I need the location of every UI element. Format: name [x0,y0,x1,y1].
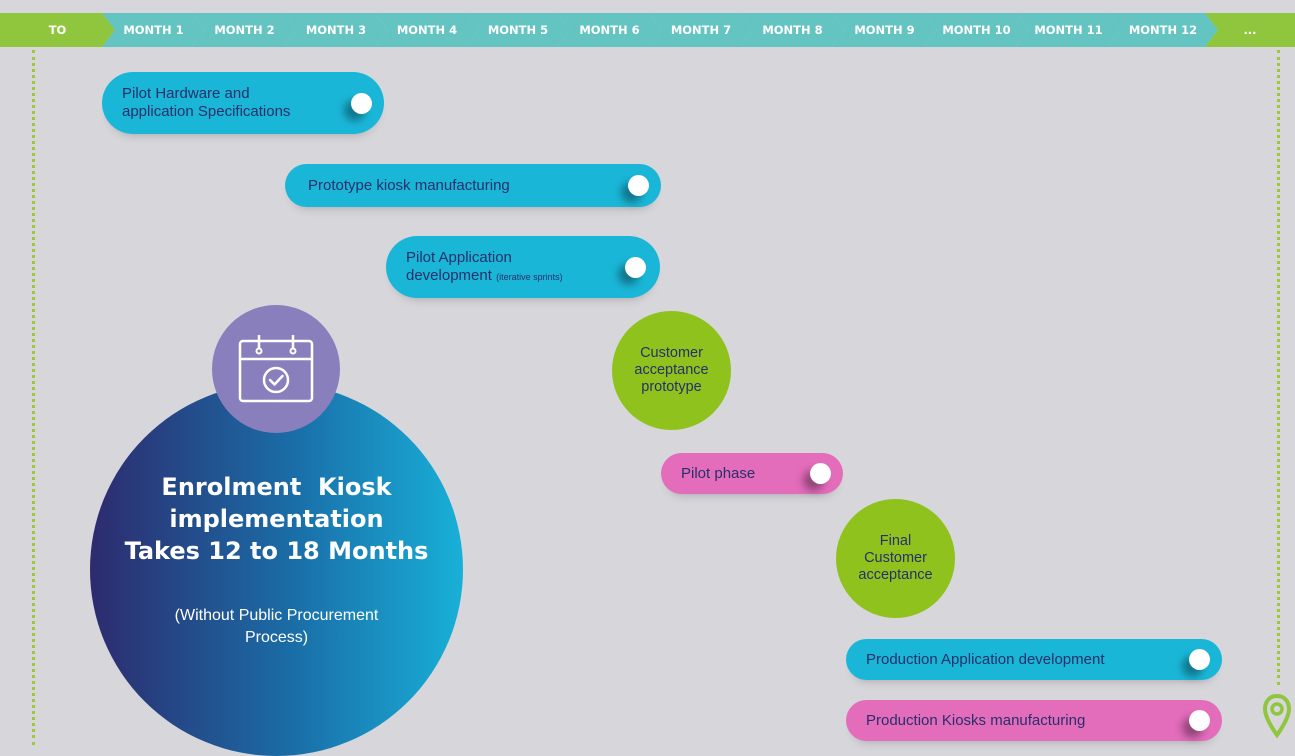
milestone-final-customer-acceptance: Final Customer acceptance [836,499,955,618]
task-production-kiosks-manufacturing: Production Kiosks manufacturing [846,700,1222,741]
milestone-label-line: acceptance [858,567,933,583]
timeline-segment-month-10: MONTH 10 [924,13,1029,47]
summary-title: Enrolment Kiosk implementation Takes 12 … [90,471,463,567]
timeline-segment-month-2: MONTH 2 [192,13,297,47]
timeline-segment-month-5: MONTH 5 [466,13,570,47]
milestone-label-line: Customer [864,550,927,566]
calendar-check-icon [238,335,314,403]
summary-subtitle: (Without Public Procurement Process) [130,605,423,649]
left-dotted-guide [32,50,35,745]
task-label: Production Application development [866,650,1105,668]
task-production-application-development: Production Application development [846,639,1222,680]
timeline-segment-month-6: MONTH 6 [557,13,662,47]
task-label: Pilot phase [681,464,756,482]
task-end-knob [1189,710,1210,731]
calendar-badge [212,305,340,433]
summary-subtitle-line: (Without Public Procurement [174,607,379,624]
task-label-line: development [406,266,492,284]
timeline-segment-month-9: MONTH 9 [832,13,937,47]
task-label: Prototype kiosk manufacturing [308,176,510,194]
timeline-header: TO MONTH 1 MONTH 2 MONTH 3 MONTH 4 MONTH… [0,0,1295,47]
location-pin-icon [1262,693,1292,739]
task-prototype-kiosk-manufacturing: Prototype kiosk manufacturing [285,164,661,207]
timeline-segment-month-12: MONTH 12 [1108,13,1218,47]
timeline-segment-to: TO [0,13,115,47]
task-end-knob [625,256,646,278]
task-label: Production Kiosks manufacturing [866,711,1086,729]
summary-title-line: implementation [169,505,384,533]
task-end-knob [810,463,831,484]
task-label-line: application Specifications [122,103,291,120]
timeline-segment-month-11: MONTH 11 [1016,13,1121,47]
milestone-label-line: Customer [640,345,703,361]
timeline-segment-month-8: MONTH 8 [740,13,845,47]
timeline-segment-month-4: MONTH 4 [375,13,479,47]
right-dotted-guide [1277,50,1280,685]
milestone-label-line: Final [879,533,912,549]
summary-title-line: Enrolment Kiosk [161,473,392,501]
task-pilot-application-development: Pilot Application development (iterative… [386,236,660,298]
milestone-customer-acceptance-prototype: Customer acceptance prototype [612,311,731,430]
task-end-knob [628,175,649,196]
timeline-segment-month-1: MONTH 1 [102,13,205,47]
timeline-segment-continuation: ... [1205,13,1295,47]
task-label-line: Pilot Application [406,248,512,266]
timeline-segment-month-3: MONTH 3 [284,13,388,47]
task-end-knob [351,92,372,114]
task-pilot-phase: Pilot phase [661,453,843,494]
timeline-segment-month-7: MONTH 7 [649,13,753,47]
milestone-label-line: acceptance [634,362,709,378]
summary-subtitle-line: Process) [244,629,309,646]
summary-title-line: Takes 12 to 18 Months [124,537,429,565]
milestone-label-line: prototype [641,379,702,395]
implementation-summary-circle: Enrolment Kiosk implementation Takes 12 … [90,383,463,756]
task-end-knob [1189,649,1210,670]
task-pilot-hardware-specifications: Pilot Hardware and application Specifica… [102,72,384,134]
task-label-line: Pilot Hardware and [122,85,250,102]
task-note: (iterative sprints) [496,271,563,282]
